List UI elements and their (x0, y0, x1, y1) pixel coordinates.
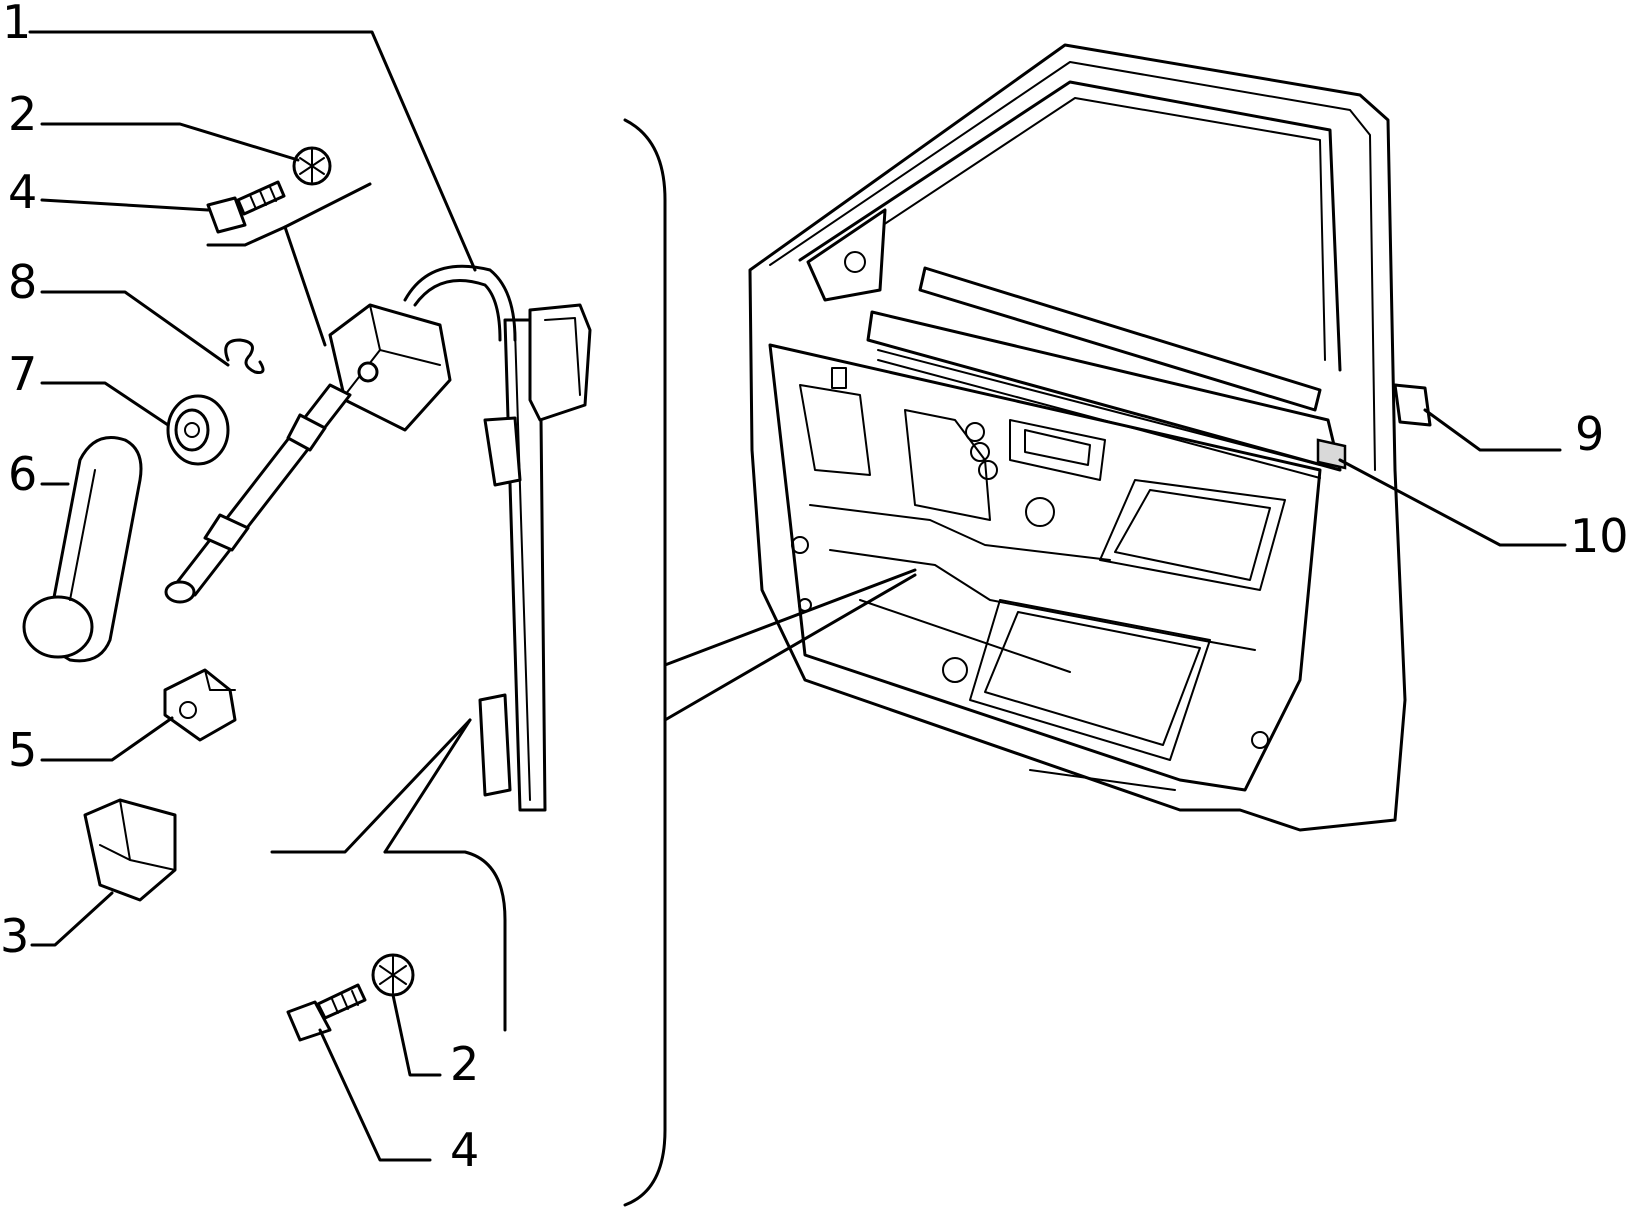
callout-6: 6 (8, 447, 37, 501)
callout-10: 10 (1570, 509, 1629, 563)
bracket-clip (83, 798, 177, 902)
callout-4-lower: 4 (450, 1123, 479, 1177)
callout-1: 1 (2, 0, 31, 49)
group-bracket (623, 118, 667, 1207)
callout-7: 7 (8, 347, 37, 401)
callout-9: 9 (1575, 407, 1604, 461)
window-regulator (164, 264, 592, 812)
callout-5: 5 (8, 723, 37, 777)
washer-upper (292, 146, 332, 186)
leader-lines (28, 30, 1567, 1162)
bolt-lower (286, 983, 367, 1042)
callout-2-lower: 2 (450, 1037, 479, 1091)
crank-handle (22, 436, 143, 663)
washer-lower (371, 953, 415, 997)
pointer-line-upper (663, 568, 917, 667)
door-panel (748, 43, 1432, 832)
small-clip (163, 668, 237, 742)
bolt-upper (206, 180, 286, 234)
callout-4-upper: 4 (8, 165, 37, 219)
pointer-line-lower (663, 573, 917, 722)
callout-2-upper: 2 (8, 87, 37, 141)
spring-clip (224, 338, 265, 374)
callout-3: 3 (0, 909, 29, 963)
callout-8: 8 (8, 255, 37, 309)
crank-bezel (166, 394, 230, 466)
